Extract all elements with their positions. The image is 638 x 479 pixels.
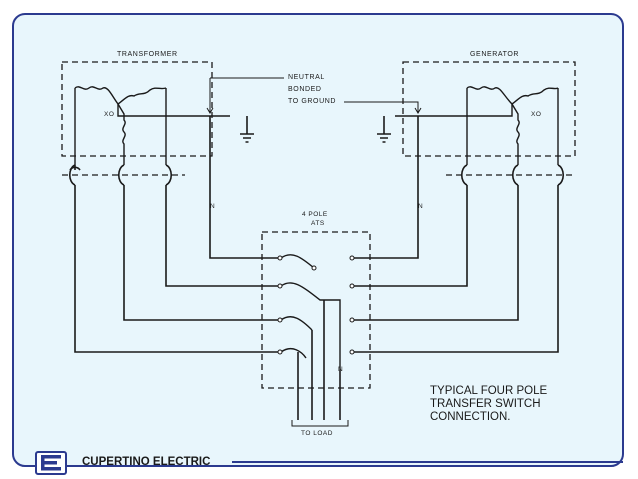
ground-left-icon [240,116,254,143]
neutral-note-line-1: NEUTRAL [288,74,325,81]
ce-logo-icon [35,451,67,475]
ats-title-line-1: 4 POLE [302,211,328,218]
ats-title-line-2: ATS [311,220,325,227]
ats-switch-blades-icon [280,254,341,370]
brand-name: CUPERTINO ELECTRIC [82,456,211,468]
load-label: TO LOAD [301,430,333,437]
caption-line-3: CONNECTION. [430,411,511,423]
caption-line-2: TRANSFER SWITCH [430,398,541,410]
xo-right-label: XO [531,111,542,118]
ground-right-icon [377,116,391,143]
neutral-left-label: N [210,203,216,210]
generator-enclosure [402,61,576,157]
neutral-load-label: N [338,366,344,373]
neutral-note-line-2: BONDED [288,86,322,93]
neutral-right-label: N [418,203,424,210]
diagram-caption: TYPICAL FOUR POLE TRANSFER SWITCH CONNEC… [430,385,547,424]
neutral-note-line-3: TO GROUND [288,98,337,105]
transformer-winding-icon [74,86,230,165]
generator-label: GENERATOR [470,51,520,58]
generator-winding-icon [395,86,559,165]
transformer-enclosure [61,61,213,157]
xo-left-label: XO [104,111,115,118]
caption-line-1: TYPICAL FOUR POLE [430,385,548,397]
transformer-label: TRANSFORMER [117,51,178,58]
ats-enclosure [261,231,371,389]
